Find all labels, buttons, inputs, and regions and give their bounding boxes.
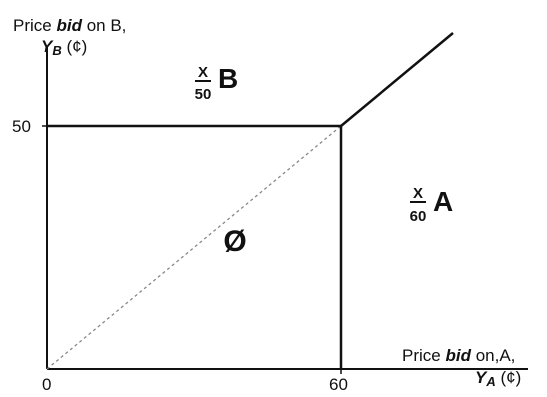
diagonal-boundary-dashed [46, 125, 342, 370]
x-axis-title-line1: Price bid on,A, [402, 346, 515, 365]
y-axis-title-line1: Price bid on B, [13, 16, 126, 35]
region-a-fraction-numerator: X [413, 185, 423, 202]
region-b-fraction-denominator: 50 [195, 86, 212, 103]
region-b-label: X 50 B [195, 63, 239, 103]
region-b-letter: B [218, 63, 238, 94]
boundary-line-diagonal-upper [340, 32, 454, 127]
region-a-label: X 60 A [410, 185, 454, 225]
tick-label-origin: 0 [42, 375, 51, 394]
y-axis-title-line2: YB (¢) [41, 37, 87, 58]
tick-label-y50: 50 [12, 117, 31, 136]
x-axis-title-line2: YA (¢) [475, 368, 521, 389]
tick-label-x60: 60 [329, 375, 348, 394]
region-none-symbol: Ø [223, 225, 246, 258]
region-a-letter: A [433, 186, 453, 217]
region-b-fraction-numerator: X [198, 64, 208, 81]
region-a-fraction-denominator: 60 [410, 208, 427, 225]
